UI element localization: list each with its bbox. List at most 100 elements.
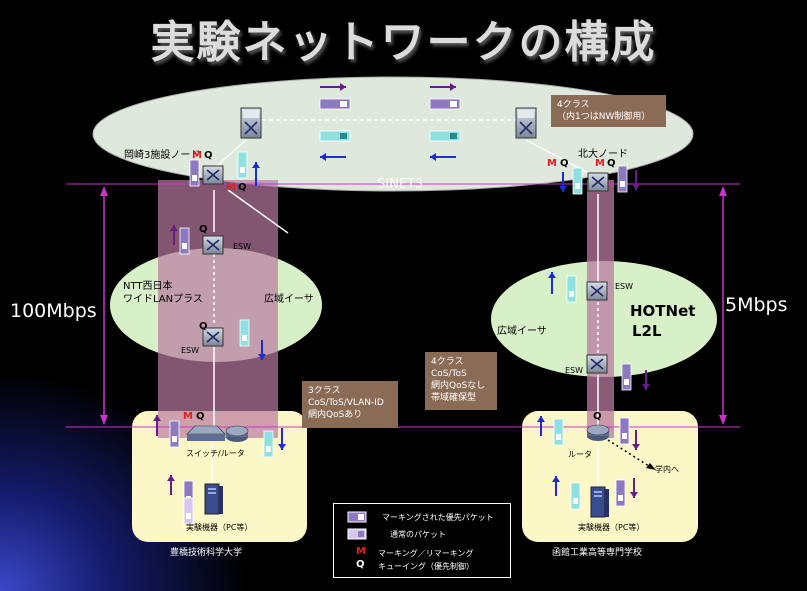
hokudai-node-label: 北大ノード [578,149,628,160]
flow-arrow [552,476,560,496]
marked-packet [169,420,180,448]
legend-marked-tag [358,514,364,520]
west-bandwidth-column [158,180,278,438]
marked-packet [189,159,200,187]
west-class-note: 3クラス CoS/ToS/VLAN-ID 網内QoSあり [302,381,398,428]
flow-arrow [559,172,567,192]
east-router-icon [586,424,610,441]
marked-packet [621,363,632,391]
switch-router-label: スイッチ/ルータ [186,449,245,458]
marked-packet [429,98,461,110]
flow-arrow [170,225,178,245]
legend-m-label: マーキング／リマーキング [378,549,474,558]
queuing-marker: Q [199,321,208,332]
page-title: 実験ネットワークの構成 [150,17,657,68]
normal-packet [237,151,248,179]
east-note-line: 4クラス [431,357,464,367]
sinet-note-line: 4クラス [557,100,590,110]
legend: マーキングされた優先パケット 通常のパケット M マーキング／リマーキング Q … [333,503,511,578]
west-note-line: 3クラス [308,386,341,396]
west-esw-bottom-label: ESW [181,346,200,355]
l2-switch-icon [186,425,226,441]
flow-arrow [632,430,640,450]
west-esw-top-switch-icon [202,235,224,255]
east-note-line: CoS/ToS [431,369,467,379]
sinet-router-okazaki-icon [240,107,262,139]
normal-packet [239,319,250,347]
flow-arrow [167,475,175,495]
east-bandwidth-column [587,180,614,438]
flow-arrow [278,428,286,450]
flow-arrow [153,415,161,436]
marked-packet [619,417,630,445]
legend-normal-label: 通常のパケット [390,530,446,539]
sinet-class-note: 4クラス （内1つはNW制御用） [551,95,666,127]
flow-arrow [537,416,545,436]
marked-packet [615,479,626,507]
flow-arrow [430,153,456,161]
queuing-marker: Q [238,182,247,193]
flow-arrow [430,83,456,91]
queuing-marker: Q [199,224,208,235]
flow-arrow [630,478,638,498]
okazaki-node-switch-icon [202,165,224,185]
legend-normal-swatch [347,528,367,540]
west-note-line: 網内QoSあり [308,410,363,420]
east-site-box [522,411,698,542]
normal-packet [570,482,581,510]
legend-marked-label: マーキングされた優先パケット [382,513,494,522]
legend-q-symbol: Q [356,559,365,570]
marked-packet [617,165,628,193]
east-experiment-pc-icon [590,486,609,518]
east-esw-bottom-label: ESW [565,366,584,375]
east-device-label: 実験機器（PC等） [578,523,645,532]
east-class-note: 4クラス CoS/ToS 網内QoSなし 帯域確保型 [425,352,497,410]
flow-arrow [642,370,650,390]
legend-normal-tag [358,531,364,537]
queuing-marker: Q [196,411,205,422]
legend-swatches [347,511,367,540]
west-service-label: ワイドLANプラス [123,294,203,305]
right-bandwidth-label: 5Mbps [725,294,788,316]
west-experiment-pc-icon [204,483,223,515]
normal-packet [319,130,351,142]
west-carrier-label: NTT西日本 [123,281,173,292]
flow-arrow [632,170,640,190]
east-esw-bottom-switch-icon [586,354,608,374]
sinet-router-hokudai-icon [515,107,537,139]
marked-packet [179,227,190,255]
marked-packet [319,98,351,110]
flow-arrow [320,153,346,161]
flow-arrow [548,272,556,294]
normal-packet [566,275,577,303]
east-esw-top-switch-icon [586,281,608,301]
marking-marker: M [192,150,202,161]
hotnet-label-1: HOTNet [630,302,696,320]
queuing-marker: Q [204,150,213,161]
west-esw-top-label: ESW [233,242,252,251]
normal-packet [572,167,583,195]
normal-packet [429,130,461,142]
marking-marker: M [183,411,193,422]
flow-arrow [252,162,260,186]
queuing-marker: Q [560,158,569,169]
queuing-marker: Q [593,411,602,422]
normal-packet [263,430,274,458]
normal-packet [553,418,564,446]
router-label: ルータ [568,450,592,459]
sinet-label: SINET3 [377,177,424,192]
west-device-label: 実験機器（PC等） [186,523,253,532]
hokudai-node-switch-icon [587,172,609,192]
left-bandwidth-label: 100Mbps [10,300,97,322]
okazaki-node-label: 岡崎3施設ノード [124,150,201,161]
west-router-icon [225,425,249,442]
marking-marker: M [595,158,605,169]
east-esw-top-label: ESW [615,282,634,291]
east-ether-label: 広域イーサ [497,326,547,337]
west-site-label: 豊橋技術科学大学 [170,548,243,558]
legend-m-symbol: M [356,546,366,557]
campus-label: 学内へ [655,465,679,474]
